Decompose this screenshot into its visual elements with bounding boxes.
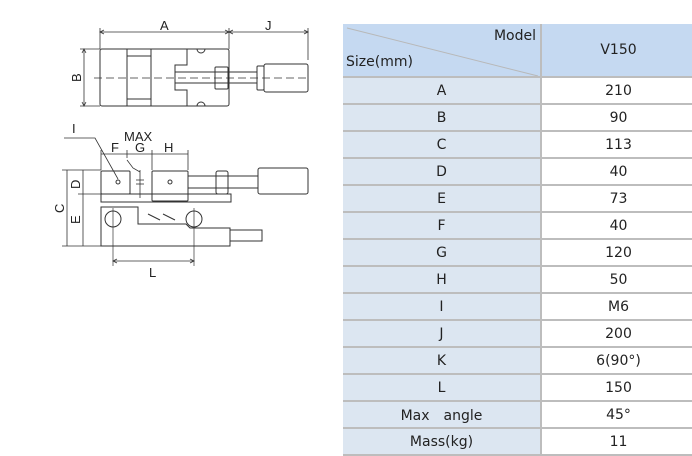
dim-label-d: D xyxy=(68,180,83,189)
dim-label-e: E xyxy=(68,215,83,224)
diagonal-divider xyxy=(346,27,539,76)
row-value: 200 xyxy=(541,320,692,348)
row-key: D xyxy=(343,158,542,186)
row-value: 40 xyxy=(541,212,692,240)
row-key: Max angle xyxy=(343,401,542,429)
top-view: A J B xyxy=(69,18,310,107)
row-value: 90 xyxy=(541,104,692,132)
row-value: 120 xyxy=(541,239,692,267)
dim-label-h: H xyxy=(164,140,173,155)
row-key: G xyxy=(343,239,542,267)
row-value: 113 xyxy=(541,131,692,159)
row-value: 73 xyxy=(541,185,692,213)
header-corner-cell: Model Size(mm) xyxy=(343,24,542,78)
row-key: K xyxy=(343,347,542,375)
dim-label-i: I xyxy=(72,121,76,136)
dim-label-c: C xyxy=(52,204,67,213)
row-key: Mass(kg) xyxy=(343,428,542,456)
vise-drawing-svg: A J B xyxy=(52,18,310,280)
dim-label-f: F xyxy=(111,140,119,155)
dim-label-j: J xyxy=(265,18,272,33)
row-key: I xyxy=(343,293,542,321)
row-key: H xyxy=(343,266,542,294)
side-view: I MAX F G H C D E xyxy=(52,121,309,280)
header-model-value: V150 xyxy=(541,24,692,78)
row-key: J xyxy=(343,320,542,348)
header-size-label: Size(mm) xyxy=(346,54,413,70)
technical-drawing: A J B xyxy=(0,0,340,452)
row-value: M6 xyxy=(541,293,692,321)
row-value: 40 xyxy=(541,158,692,186)
row-value: 6(90°) xyxy=(541,347,692,375)
row-value: 11 xyxy=(541,428,692,456)
row-key: E xyxy=(343,185,542,213)
dim-label-max: MAX xyxy=(124,129,153,144)
row-key: A xyxy=(343,77,542,105)
row-value: 50 xyxy=(541,266,692,294)
table-row: Mass(kg)11 xyxy=(343,428,692,456)
header-model-label: Model xyxy=(493,28,536,44)
row-key: C xyxy=(343,131,542,159)
dim-label-l: L xyxy=(149,265,156,280)
row-value: 45° xyxy=(541,401,692,429)
row-key: F xyxy=(343,212,542,240)
row-value: 150 xyxy=(541,374,692,402)
row-value: 210 xyxy=(541,77,692,105)
dim-label-b: B xyxy=(69,73,84,82)
dim-label-a: A xyxy=(160,18,169,33)
row-key: L xyxy=(343,374,542,402)
table-header-row: Model Size(mm) V150 xyxy=(343,24,692,78)
row-key: B xyxy=(343,104,542,132)
dim-label-g: G xyxy=(135,140,145,155)
